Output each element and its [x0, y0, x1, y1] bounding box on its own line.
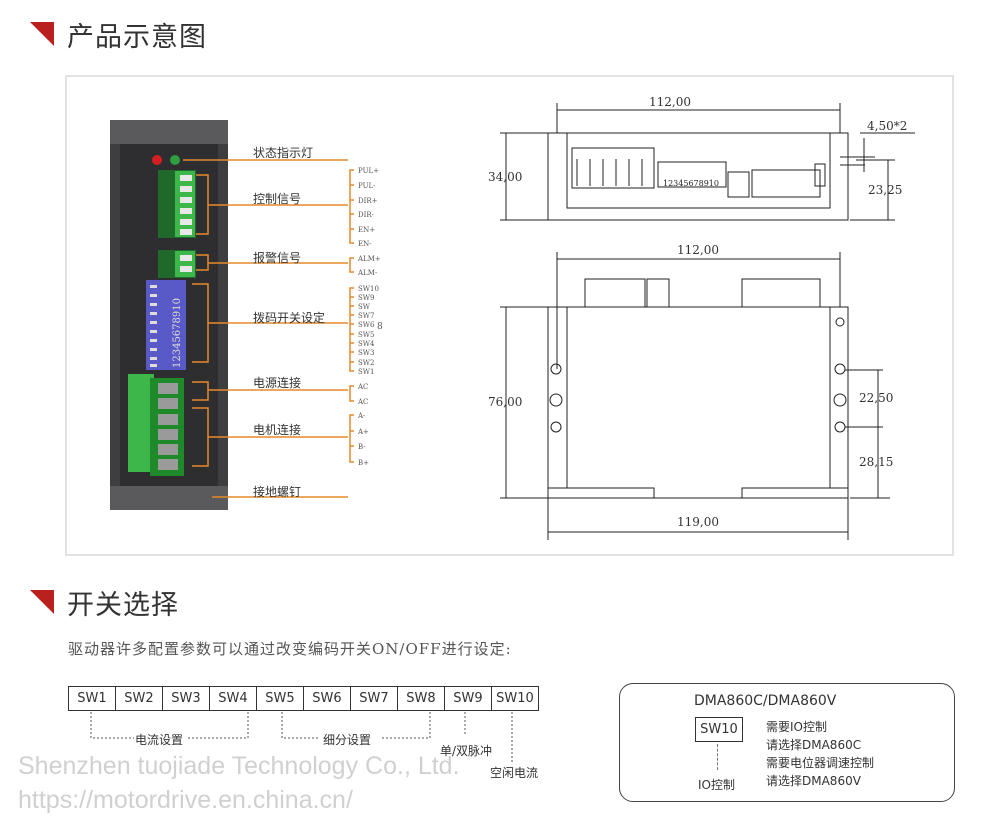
label-ground-screw: 接地螺钉: [253, 484, 301, 499]
pin-labels: PUL+PUL- DIR+DIR- EN+EN- ALM+ALM- SW10SW…: [357, 167, 383, 467]
switch-group-brackets: [90, 712, 513, 762]
svg-text:SW6: SW6: [358, 321, 375, 329]
svg-text:EN-: EN-: [358, 240, 372, 248]
label-dip-setting: 拨码开关设定: [253, 310, 325, 325]
svg-text:PUL-: PUL-: [358, 182, 376, 190]
svg-text:SW: SW: [358, 303, 371, 311]
dim-bottom-width: 112,00: [677, 243, 719, 257]
dim-bottom-height: 76,00: [488, 395, 522, 409]
svg-text:SW9: SW9: [358, 294, 374, 302]
section-title-switch: 开关选择: [67, 590, 179, 621]
green-led-icon: [170, 155, 180, 165]
dim-top-height: 34,00: [488, 170, 522, 184]
section-marker-icon: [30, 590, 54, 614]
group-idle-current: 空闲电流: [490, 766, 539, 780]
svg-text:ALM+: ALM+: [357, 255, 381, 263]
svg-text:SW2: SW2: [358, 359, 374, 367]
svg-text:SW5: SW5: [358, 331, 374, 339]
group-pulse-mode: 单/双脉冲: [440, 744, 493, 758]
svg-text:12345678910: 12345678910: [172, 298, 183, 368]
dim-hole-spacing: 22,50: [859, 391, 893, 405]
red-led-icon: [152, 155, 162, 165]
svg-text:SW3: SW3: [358, 349, 374, 357]
dim-base-width: 119,00: [677, 515, 719, 529]
dim-hole-height: 23,25: [868, 183, 902, 197]
driver-front-view: 12345678910: [110, 120, 228, 510]
svg-text:12345678910: 12345678910: [663, 179, 719, 188]
svg-text:DIR-: DIR-: [358, 211, 375, 219]
group-current-setting: 电流设置: [135, 733, 184, 747]
switch-sw10: SW10: [496, 691, 534, 706]
sw10-connector: [717, 744, 718, 770]
switch-sw5: SW5: [257, 687, 304, 710]
switch-sw8: SW8: [398, 687, 445, 710]
label-control-signal: 控制信号: [253, 192, 301, 206]
svg-text:A-: A-: [357, 412, 366, 420]
section-marker-icon: [30, 22, 54, 46]
dim-top-width: 112,00: [649, 95, 691, 109]
dim-hole: 4,50*2: [867, 119, 907, 133]
label-status-led: 状态指示灯: [253, 145, 313, 160]
switch-description: 驱动器许多配置参数可以通过改变编码开关ON/OFF进行设定:: [68, 640, 512, 658]
switch-sw3: SW3: [163, 687, 210, 710]
model-title: DMA860C/DMA860V: [694, 693, 837, 709]
svg-text:SW7: SW7: [358, 312, 374, 320]
watermark-company: Shenzhen tuojiade Technology Co., Ltd.: [18, 752, 460, 780]
switch-sw1: SW1: [69, 687, 116, 710]
model-selection-box: DMA860C/DMA860V SW10 IO控制 需要IO控制 请选择DMA8…: [619, 683, 955, 802]
svg-text:SW4: SW4: [358, 340, 375, 348]
watermark-url: https://motordrive.en.china.cn/: [18, 786, 353, 814]
model-line-3: 需要电位器调速控制: [766, 756, 875, 770]
bottom-view-drawing: [500, 252, 890, 540]
dim-hole-offset: 28,15: [859, 455, 893, 469]
svg-text:AC: AC: [357, 398, 368, 406]
svg-text:EN+: EN+: [358, 226, 375, 234]
switch-sw6: SW6: [304, 687, 351, 710]
switch-table: SW1 SW2 SW3 SW4 SW5 SW6 SW7 SW8 SW9 SW10: [68, 686, 539, 711]
model-line-2: 请选择DMA860C: [766, 738, 862, 752]
svg-text:SW1: SW1: [358, 368, 374, 376]
group-microstep-setting: 细分设置: [323, 733, 372, 747]
switch-sw4: SW4: [210, 687, 257, 710]
svg-text:8: 8: [377, 322, 383, 332]
switch-sw2: SW2: [116, 687, 163, 710]
model-line-4: 请选择DMA860V: [766, 774, 861, 788]
svg-text:ALM-: ALM-: [357, 269, 378, 277]
svg-text:PUL+: PUL+: [358, 167, 379, 175]
switch-sw9: SW9: [445, 687, 492, 710]
svg-text:A+: A+: [357, 428, 369, 436]
io-control-caption: IO控制: [698, 778, 735, 792]
label-alarm-signal: 报警信号: [253, 250, 301, 265]
label-power: 电源连接: [253, 375, 301, 390]
svg-text:AC: AC: [357, 383, 368, 391]
model-line-1: 需要IO控制: [766, 720, 827, 734]
section-title-product: 产品示意图: [67, 22, 207, 53]
label-motor: 电机连接: [253, 422, 301, 437]
sw10-box: SW10: [695, 717, 743, 742]
svg-text:B+: B+: [358, 459, 369, 467]
svg-text:B-: B-: [358, 443, 366, 451]
svg-text:SW10: SW10: [358, 285, 379, 293]
top-view-drawing: [500, 103, 915, 221]
switch-sw7: SW7: [351, 687, 398, 710]
svg-text:DIR+: DIR+: [358, 197, 378, 205]
product-diagram: 12345678910 状态指示灯 控制信号 报警信号 拨码开关设定 电源连接 …: [110, 95, 915, 540]
